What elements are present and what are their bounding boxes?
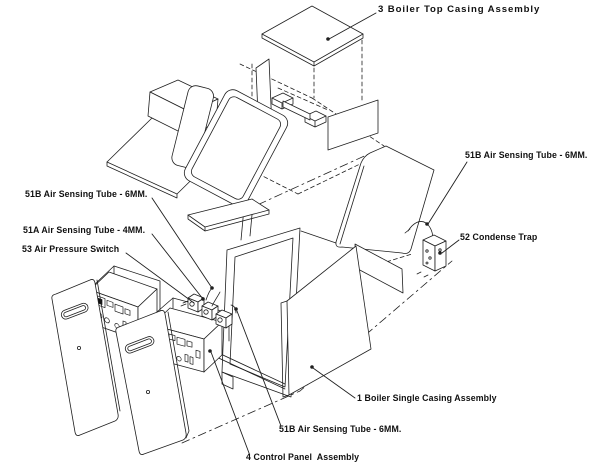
right-side-panel [300, 145, 435, 254]
boiler-top-casing-panel [261, 5, 364, 67]
door-panel-left [51, 279, 121, 436]
label-air-pressure-switch: 53 Air Pressure Switch [22, 244, 120, 254]
bracket-bar [271, 92, 327, 128]
single-casing-panel [280, 245, 372, 398]
door-panel-center [115, 310, 190, 455]
label-air-tube-right: 51B Air Sensing Tube - 6MM. [465, 150, 588, 160]
center-line [181, 146, 453, 444]
label-top-casing: 3 Boiler Top Casing Assembly [378, 4, 541, 15]
shelf-panel [187, 198, 270, 232]
vent-panel [327, 99, 379, 151]
front-door-panel [183, 89, 289, 241]
leader-lines [125, 12, 468, 454]
label-single-casing: 1 Boiler Single Casing Assembly [357, 393, 497, 403]
label-air-tube-left-4mm: 51A Air Sensing Tube - 4MM. [23, 225, 146, 235]
label-air-tube-left-6mm: 51B Air Sensing Tube - 6MM. [25, 189, 148, 199]
door-frame [221, 227, 301, 398]
label-control-panel: 4 Control Panel Assembly [246, 452, 360, 462]
label-air-tube-bottom: 51B Air Sensing Tube - 6MM. [279, 424, 402, 434]
label-condense-trap: 52 Condense Trap [460, 232, 538, 242]
leader-dots [201, 37, 442, 369]
condense-trap [416, 234, 447, 278]
